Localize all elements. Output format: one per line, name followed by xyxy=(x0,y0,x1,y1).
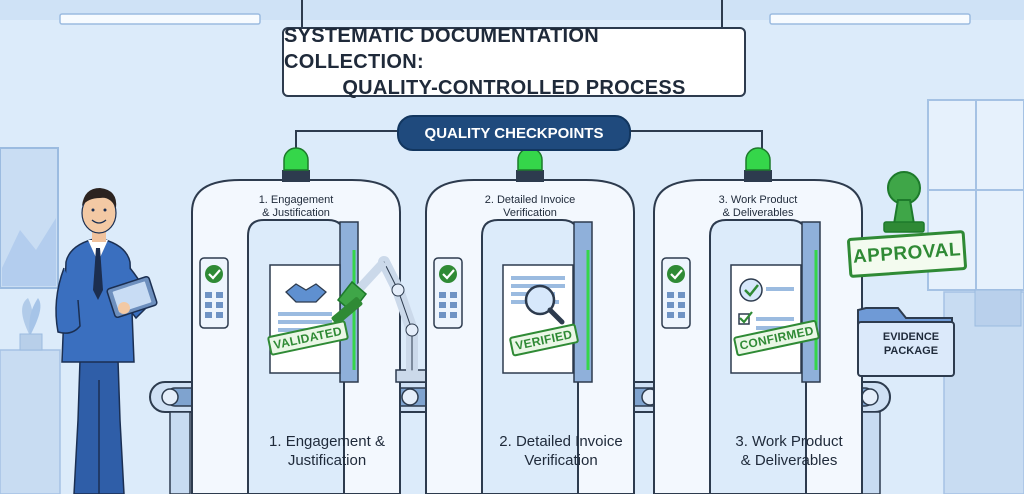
title-line-1: SYSTEMATIC DOCUMENTATION COLLECTION: xyxy=(284,25,599,73)
gate-1-bottom-line-2: Justification xyxy=(287,452,367,469)
approval-stamp-icon xyxy=(883,171,925,233)
gate-2-bottom-line-2: Verification xyxy=(524,452,598,469)
gate-2-bottom-line-1: 2. Detailed Invoice xyxy=(499,433,623,450)
approval-stamp: APPROVAL xyxy=(846,229,968,279)
title-line-2: QUALITY-CONTROLLED PROCESS xyxy=(342,77,686,99)
ceiling-light xyxy=(769,13,971,25)
gate-3-top-line-2: & Deliverables xyxy=(722,207,794,219)
businessman xyxy=(55,188,158,494)
gate-2-bottom-label: 2. Detailed Invoice Verification xyxy=(466,432,656,470)
robot-arm xyxy=(331,256,431,383)
signal-light-icon xyxy=(517,147,543,171)
handshake-icon xyxy=(285,283,327,303)
folder-icon xyxy=(857,307,955,377)
quality-checkpoints-pill: QUALITY CHECKPOINTS xyxy=(397,115,631,151)
title-box: SYSTEMATIC DOCUMENTATION COLLECTION: QUA… xyxy=(282,25,746,99)
gate-3-top-label: 3. Work Product & Deliverables xyxy=(698,194,818,220)
gate-3-top-line-1: 3. Work Product xyxy=(718,194,798,206)
signal-light-icon xyxy=(283,147,309,171)
gate-1-top-label: 1. Engagement & Justification xyxy=(236,194,356,220)
gate-1-bottom-line-1: 1. Engagement & xyxy=(269,433,385,450)
gate-3-bottom-line-2: & Deliverables xyxy=(740,452,838,469)
gate-2 xyxy=(425,147,635,494)
gate-1-bottom-label: 1. Engagement & Justification xyxy=(232,432,422,470)
ceiling-light xyxy=(59,13,261,25)
gate-1-top-line-1: 1. Engagement xyxy=(258,194,334,206)
signal-light-icon xyxy=(745,147,771,171)
gate-3-bottom-label: 3. Work Product & Deliverables xyxy=(694,432,884,470)
gate-2-top-line-1: 2. Detailed Invoice xyxy=(484,194,576,206)
evidence-line-2: PACKAGE xyxy=(883,345,939,357)
gate-3-bottom-line-1: 3. Work Product xyxy=(735,433,843,450)
magnifier-icon xyxy=(524,284,565,325)
evidence-line-1: EVIDENCE xyxy=(882,331,940,343)
gate-2-top-label: 2. Detailed Invoice Verification xyxy=(470,194,590,220)
evidence-package-label: EVIDENCE PACKAGE xyxy=(862,330,960,358)
gate-1-top-line-2: & Justification xyxy=(262,207,330,219)
gate-2-top-line-2: Verification xyxy=(503,207,557,219)
